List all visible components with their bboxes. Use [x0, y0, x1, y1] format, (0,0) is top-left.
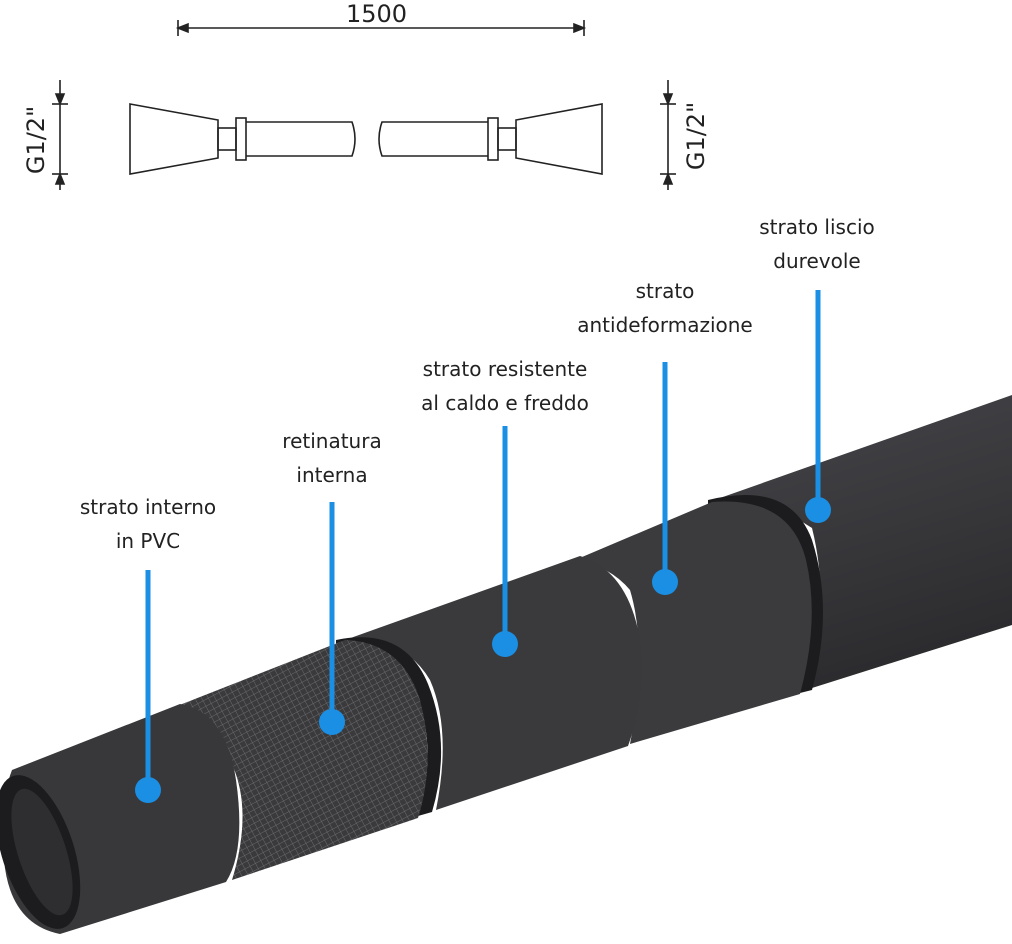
callout-durable — [805, 290, 831, 523]
callout-dot-durable — [805, 497, 831, 523]
callout-dot-heat-resistant — [492, 631, 518, 657]
label-anti-deformation: strato antideformazione — [555, 274, 775, 342]
hose-illustration — [0, 395, 1012, 934]
callout-dot-anti-deformation — [652, 569, 678, 595]
length-value: 1500 — [346, 0, 408, 28]
label-anti-deformation-line1: strato — [635, 279, 695, 303]
label-inner-pvc: strato interno in PVC — [48, 490, 248, 558]
left-hose-section — [246, 121, 356, 157]
callout-dot-mesh — [319, 709, 345, 735]
anti-deformation-layer — [575, 501, 812, 744]
heat-resistant-layer — [345, 556, 642, 810]
label-mesh-line2: interna — [296, 463, 368, 487]
callout-inner-pvc — [135, 570, 161, 803]
label-mesh-line1: retinatura — [282, 429, 382, 453]
left-fitting — [129, 103, 219, 175]
callout-dot-inner-pvc — [135, 777, 161, 803]
right-hose-section — [378, 121, 488, 157]
label-heat-resistant: strato resistente al caldo e freddo — [395, 352, 615, 420]
label-durable-line1: strato liscio — [759, 215, 875, 239]
callout-anti-deformation — [652, 362, 678, 595]
label-inner-pvc-line2: in PVC — [115, 529, 181, 553]
callout-mesh — [319, 502, 345, 735]
right-fitting — [515, 103, 603, 175]
callouts — [135, 290, 831, 803]
internal-mesh-layer — [172, 640, 428, 880]
right-thread-label: G1/2" — [682, 101, 710, 171]
label-mesh: retinatura interna — [232, 424, 432, 492]
technical-drawing — [52, 20, 676, 190]
outer-durable-layer — [720, 395, 1012, 688]
callout-heat-resistant — [492, 426, 518, 657]
label-heat-resistant-line2: al caldo e freddo — [421, 391, 589, 415]
label-anti-deformation-line2: antideformazione — [577, 313, 753, 337]
left-thread-label: G1/2" — [22, 105, 50, 175]
label-heat-resistant-line1: strato resistente — [422, 357, 588, 381]
label-durable: strato liscio durevole — [717, 210, 917, 278]
label-inner-pvc-line1: strato interno — [79, 495, 217, 519]
label-durable-line2: durevole — [773, 249, 861, 273]
